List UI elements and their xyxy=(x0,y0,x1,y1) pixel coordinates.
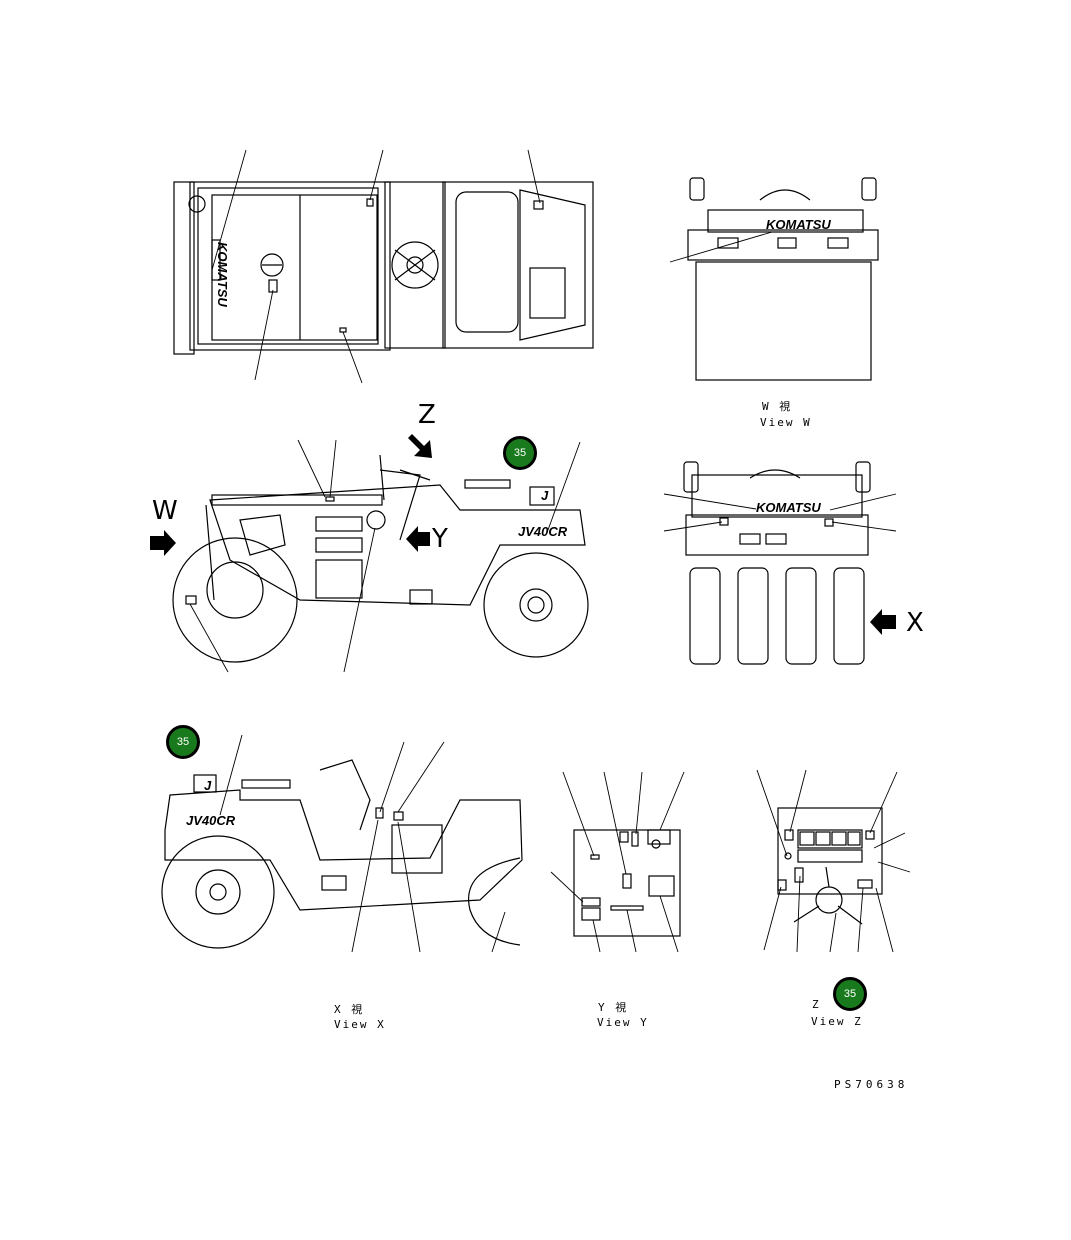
top-view: KOMATSU xyxy=(173,149,594,384)
view-x-caption-en: View X xyxy=(334,1018,386,1031)
svg-text:KOMATSU: KOMATSU xyxy=(766,217,831,232)
view-x-letter: X xyxy=(906,608,924,638)
svg-text:KOMATSU: KOMATSU xyxy=(756,500,821,515)
view-w-letter: W xyxy=(152,496,178,526)
callout-35-view-x: 35 xyxy=(166,725,200,759)
view-y-letter: Y xyxy=(432,524,448,554)
arrow-z-icon xyxy=(408,434,432,458)
svg-text:J: J xyxy=(541,488,549,503)
arrow-x-icon xyxy=(870,609,896,635)
view-w-caption-jp: W 視 xyxy=(762,400,793,413)
arrow-w-icon xyxy=(150,530,176,556)
arrow-y-icon xyxy=(406,526,430,552)
view-x-drawing: KOMATSU xyxy=(663,461,897,665)
side-view: J JV40CR xyxy=(150,434,589,673)
view-y-caption-en: View Y xyxy=(597,1016,649,1029)
view-y-drawing xyxy=(550,771,685,953)
svg-text:KOMATSU: KOMATSU xyxy=(215,242,230,307)
view-y-caption-jp: Y 視 xyxy=(598,1001,629,1014)
view-z-caption-jp: Z xyxy=(812,998,821,1011)
view-z-drawing xyxy=(756,769,911,953)
model-label-side: JV40CR xyxy=(518,524,568,539)
callout-35-view-z: 35 xyxy=(833,977,867,1011)
callout-35-side: 35 xyxy=(503,436,537,470)
view-w-caption-en: View W xyxy=(760,416,812,429)
svg-text:J: J xyxy=(204,778,212,793)
model-label-x: JV40CR xyxy=(186,813,236,828)
view-x-caption-jp: X 視 xyxy=(334,1003,365,1016)
part-code: PS70638 xyxy=(834,1078,909,1091)
view-w-drawing: KOMATSU xyxy=(669,177,879,381)
view-x-side-drawing: J JV40CR xyxy=(161,734,523,953)
view-z-caption-en: View Z xyxy=(811,1015,863,1028)
view-z-letter: Z xyxy=(418,400,436,430)
